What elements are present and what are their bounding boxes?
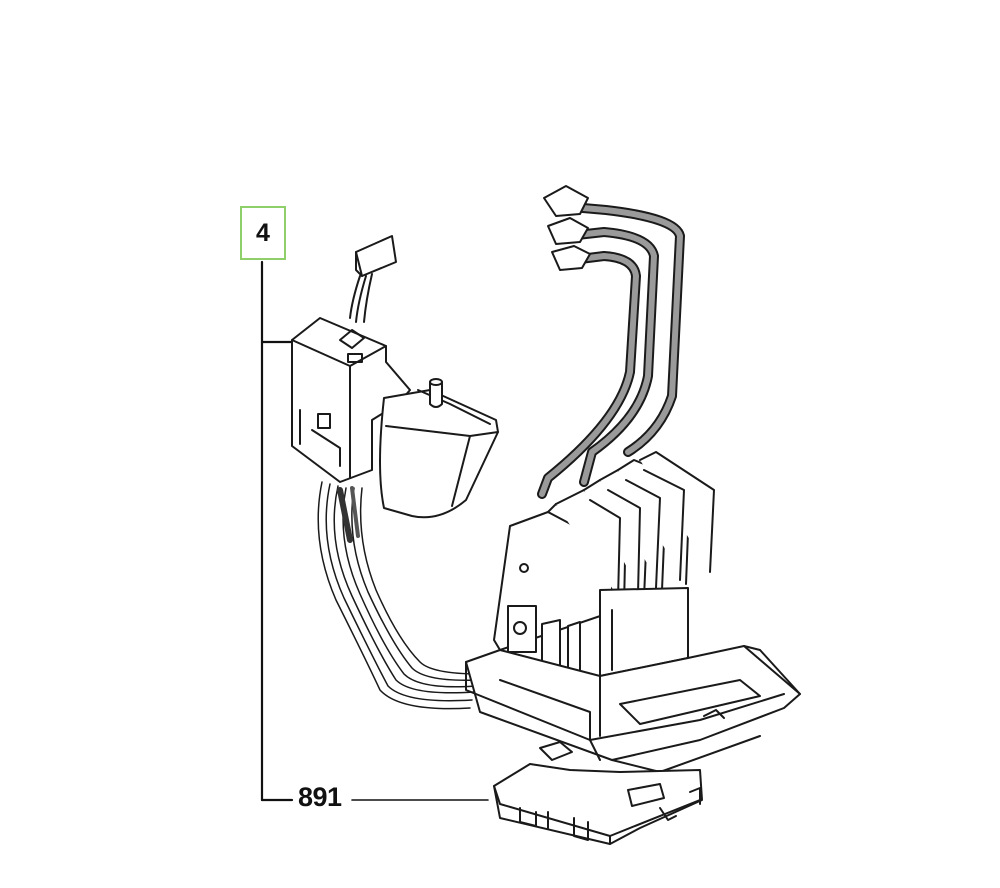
wire-harness-right	[537, 185, 685, 499]
battery-contact-plate	[493, 741, 703, 845]
callout-4-label: 4	[256, 218, 270, 247]
callout-891-label: 891	[298, 782, 342, 812]
callout-4-box: 4	[240, 206, 286, 260]
base-housing	[465, 645, 801, 773]
wire-harness-left	[317, 481, 481, 710]
switch-assembly	[291, 235, 499, 519]
leader-lines	[260, 260, 489, 802]
terminal-block	[493, 451, 715, 681]
